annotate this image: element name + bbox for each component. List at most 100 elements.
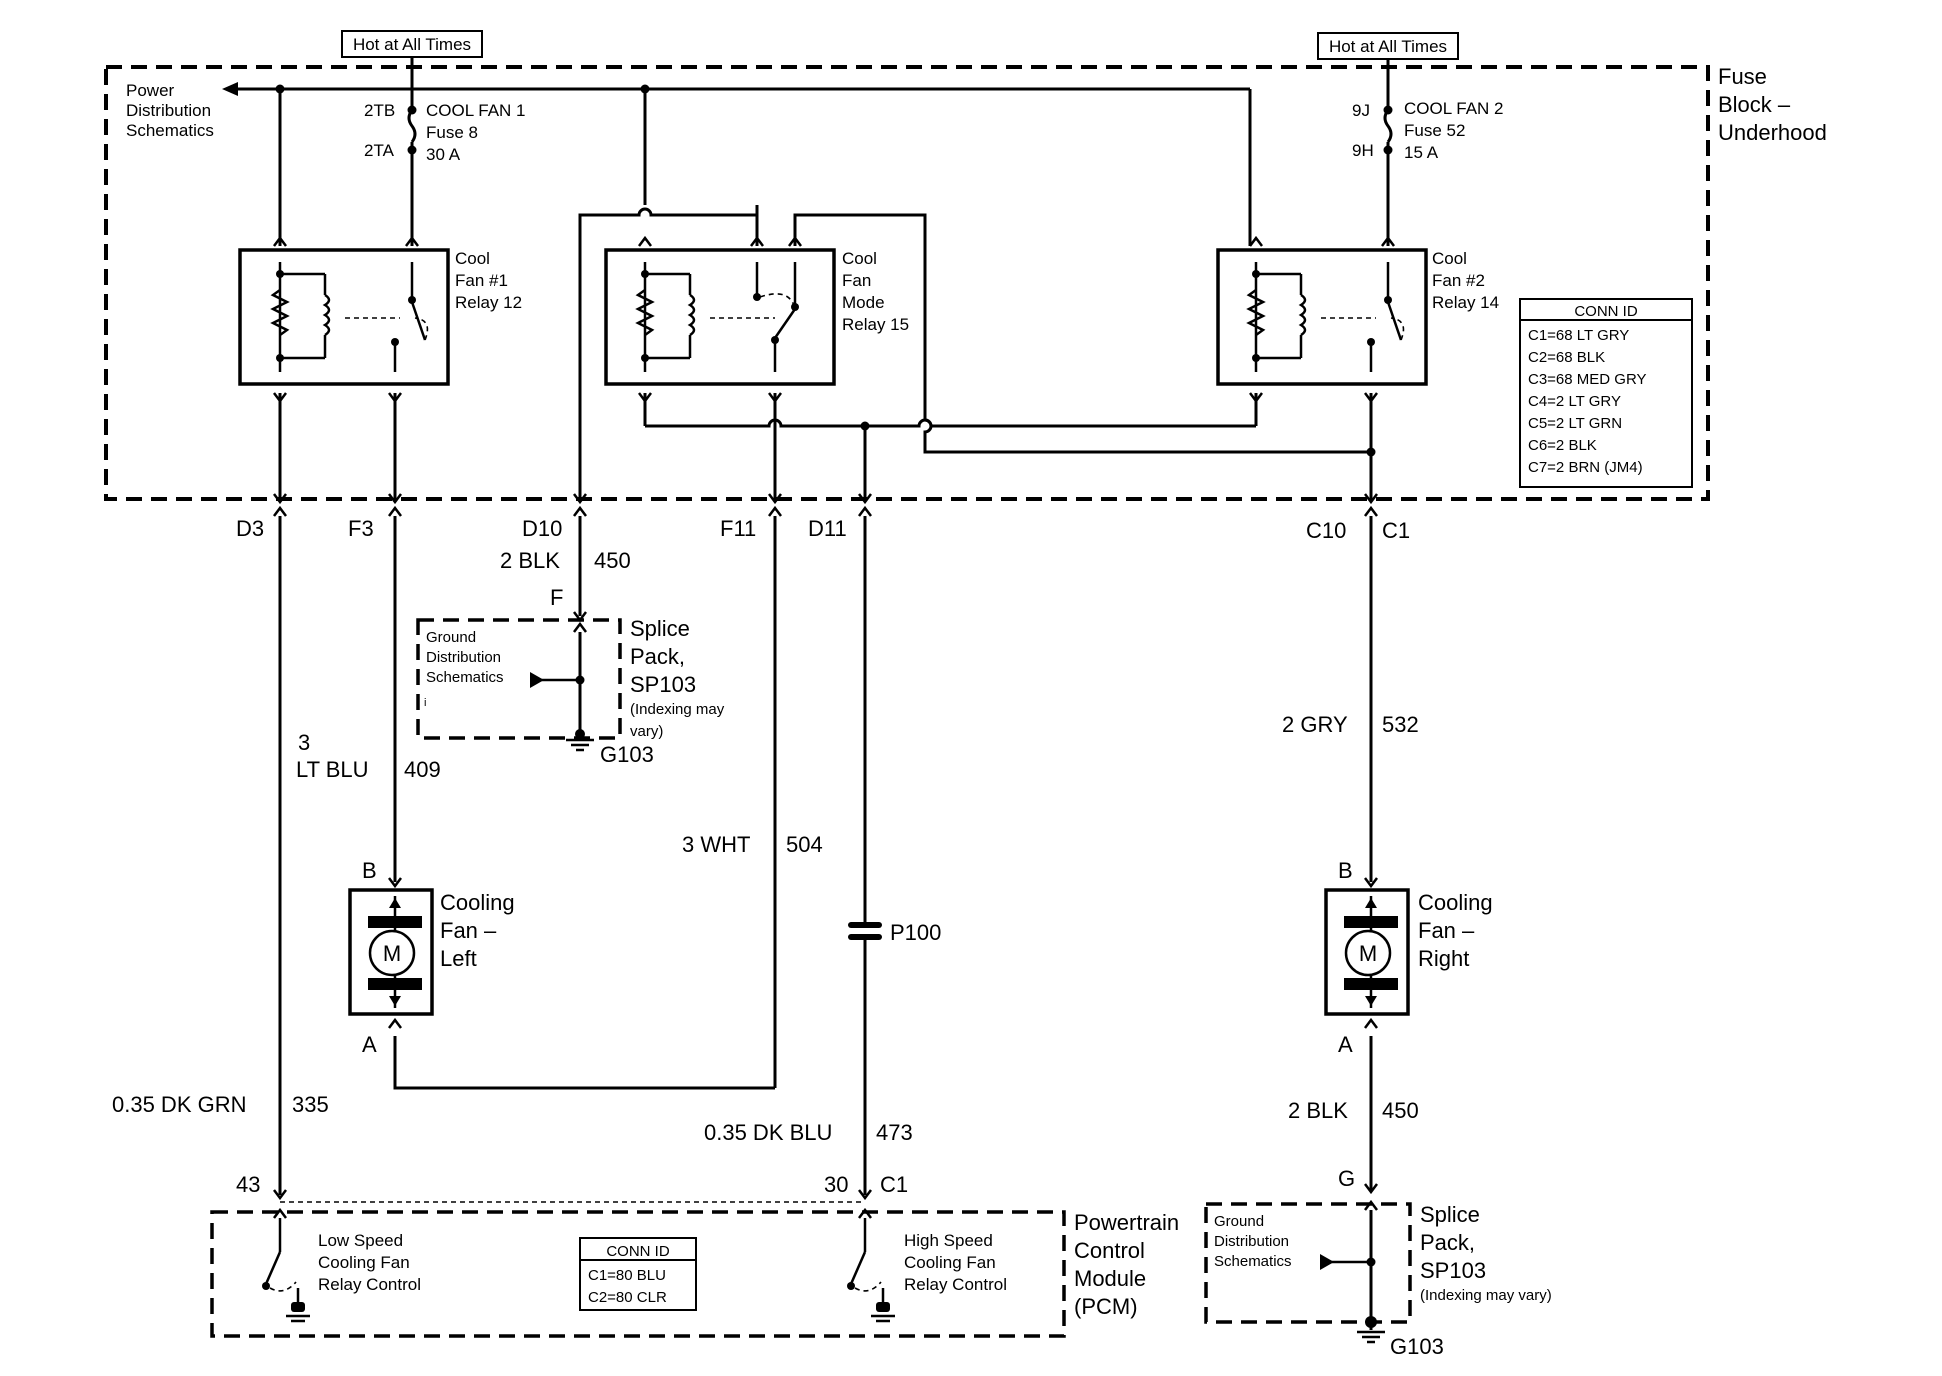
svg-text:B: B <box>362 858 377 883</box>
svg-text:450: 450 <box>594 548 631 573</box>
svg-text:Pack,: Pack, <box>1420 1230 1475 1255</box>
svg-text:Schematics: Schematics <box>426 669 504 686</box>
svg-text:B: B <box>1338 858 1353 883</box>
svg-text:2TA: 2TA <box>364 141 395 160</box>
svg-text:3 WHT: 3 WHT <box>682 832 750 857</box>
svg-text:M: M <box>383 941 401 966</box>
svg-text:Control: Control <box>1074 1238 1145 1263</box>
svg-text:Block –: Block – <box>1718 92 1791 117</box>
svg-text:30: 30 <box>824 1172 848 1197</box>
svg-text:Schematics: Schematics <box>126 121 214 140</box>
relay-cool-fan-mode: Cool Fan Mode Relay 15 <box>604 248 909 386</box>
svg-text:Hot at All Times: Hot at All Times <box>1329 37 1447 56</box>
svg-text:Fan: Fan <box>842 271 871 290</box>
svg-text:Cooling Fan: Cooling Fan <box>318 1253 410 1272</box>
svg-text:C4=2 LT GRY: C4=2 LT GRY <box>1528 393 1621 410</box>
svg-text:532: 532 <box>1382 712 1419 737</box>
fuse-block-pin-labels: D3 F3 D10 F11 D11 C10 C1 <box>236 516 1410 543</box>
svg-text:G103: G103 <box>1390 1334 1444 1359</box>
svg-text:D10: D10 <box>522 516 562 541</box>
svg-text:Fan –: Fan – <box>440 918 497 943</box>
svg-text:C6=2 BLK: C6=2 BLK <box>1528 437 1597 454</box>
svg-text:G: G <box>1338 1166 1355 1191</box>
svg-text:G103: G103 <box>600 742 654 767</box>
fuse-block-internal-wiring <box>278 205 1376 500</box>
fuse-block-border <box>104 65 1710 501</box>
svg-text:Powertrain: Powertrain <box>1074 1210 1179 1235</box>
svg-text:(Indexing may vary): (Indexing may vary) <box>1420 1287 1552 1304</box>
svg-text:0.35 DK BLU: 0.35 DK BLU <box>704 1120 832 1145</box>
wire-labels: 2 BLK 450 3 LT BLU 409 3 WHT 504 2 GRY 5… <box>112 548 1419 1145</box>
svg-text:15 A: 15 A <box>1404 143 1439 162</box>
svg-text:Power: Power <box>126 81 175 100</box>
svg-text:C1=80 BLU: C1=80 BLU <box>588 1267 666 1284</box>
svg-text:Low Speed: Low Speed <box>318 1231 403 1250</box>
svg-text:P100: P100 <box>890 920 941 945</box>
svg-text:C1=68 LT GRY: C1=68 LT GRY <box>1528 327 1629 344</box>
cooling-fan-left: B M A Cooling Fan – Left <box>348 858 515 1057</box>
svg-text:Module: Module <box>1074 1266 1146 1291</box>
svg-text:Fan #1: Fan #1 <box>455 271 508 290</box>
hot-label-right: Hot at All Times <box>1317 32 1459 60</box>
power-distribution-reference: Power Distribution Schematics <box>126 57 1250 140</box>
svg-text:Distribution: Distribution <box>126 101 211 120</box>
harness-wires <box>278 516 1373 1195</box>
svg-text:Fan #2: Fan #2 <box>1432 271 1485 290</box>
svg-text:COOL FAN 1: COOL FAN 1 <box>426 101 526 120</box>
svg-text:High Speed: High Speed <box>904 1231 993 1250</box>
svg-text:C3=68 MED GRY: C3=68 MED GRY <box>1528 371 1647 388</box>
svg-text:C2=68 BLK: C2=68 BLK <box>1528 349 1605 366</box>
svg-text:0.35 DK GRN: 0.35 DK GRN <box>112 1092 247 1117</box>
svg-text:2 BLK: 2 BLK <box>1288 1098 1348 1123</box>
svg-text:Hot at All Times: Hot at All Times <box>353 35 471 54</box>
svg-text:Cooling Fan: Cooling Fan <box>904 1253 996 1272</box>
svg-text:F3: F3 <box>348 516 374 541</box>
svg-text:Relay 15: Relay 15 <box>842 315 909 334</box>
svg-text:Ground: Ground <box>426 629 476 646</box>
fuse-cool-fan-1: 2TB 2TA COOL FAN 1 Fuse 8 30 A <box>364 89 526 246</box>
svg-text:Cool: Cool <box>455 249 490 268</box>
svg-text:Relay Control: Relay Control <box>904 1275 1007 1294</box>
fuse-block-connectors <box>273 493 1378 517</box>
svg-text:SP103: SP103 <box>1420 1258 1486 1283</box>
powertrain-control-module: 43 30 C1 Powertrain Control Module (PCM)… <box>210 1172 1179 1338</box>
svg-text:Fan –: Fan – <box>1418 918 1475 943</box>
svg-text:C10: C10 <box>1306 518 1346 543</box>
svg-text:Cooling: Cooling <box>1418 890 1493 915</box>
svg-text:C5=2 LT GRN: C5=2 LT GRN <box>1528 415 1622 432</box>
svg-text:473: 473 <box>876 1120 913 1145</box>
svg-text:Mode: Mode <box>842 293 885 312</box>
svg-text:30 A: 30 A <box>426 145 461 164</box>
relay-cool-fan-2: Cool Fan #2 Relay 14 <box>1216 248 1499 386</box>
fuse-block-title: Fuse Block – Underhood <box>1718 64 1827 145</box>
svg-text:C7=2 BRN (JM4): C7=2 BRN (JM4) <box>1528 459 1643 476</box>
svg-text:Left: Left <box>440 946 477 971</box>
svg-text:Relay Control: Relay Control <box>318 1275 421 1294</box>
svg-text:A: A <box>1338 1032 1353 1057</box>
inline-connector-p100: P100 <box>848 920 941 945</box>
cooling-fan-right: B M A Cooling Fan – Right <box>1324 858 1493 1057</box>
svg-text:A: A <box>362 1032 377 1057</box>
svg-text:C1: C1 <box>880 1172 908 1197</box>
hot-label-left: Hot at All Times <box>341 30 483 58</box>
svg-text:C2=80 CLR: C2=80 CLR <box>588 1289 667 1306</box>
svg-text:F: F <box>550 585 563 610</box>
svg-text:F11: F11 <box>720 516 756 541</box>
hot-bus-drops <box>275 84 1252 246</box>
svg-text:2 BLK: 2 BLK <box>500 548 560 573</box>
svg-text:D3: D3 <box>236 516 264 541</box>
svg-text:CONN ID: CONN ID <box>606 1243 670 1260</box>
svg-text:vary): vary) <box>630 723 663 740</box>
svg-text:(PCM): (PCM) <box>1074 1294 1138 1319</box>
svg-text:Relay 14: Relay 14 <box>1432 293 1499 312</box>
svg-text:Cooling: Cooling <box>440 890 515 915</box>
svg-text:409: 409 <box>404 757 441 782</box>
svg-text:2 GRY: 2 GRY <box>1282 712 1348 737</box>
svg-text:Splice: Splice <box>630 616 690 641</box>
svg-text:LT BLU: LT BLU <box>296 757 369 782</box>
svg-text:9J: 9J <box>1352 101 1370 120</box>
svg-text:Cool: Cool <box>1432 249 1467 268</box>
svg-text:CONN ID: CONN ID <box>1574 303 1638 320</box>
svg-text:Pack,: Pack, <box>630 644 685 669</box>
